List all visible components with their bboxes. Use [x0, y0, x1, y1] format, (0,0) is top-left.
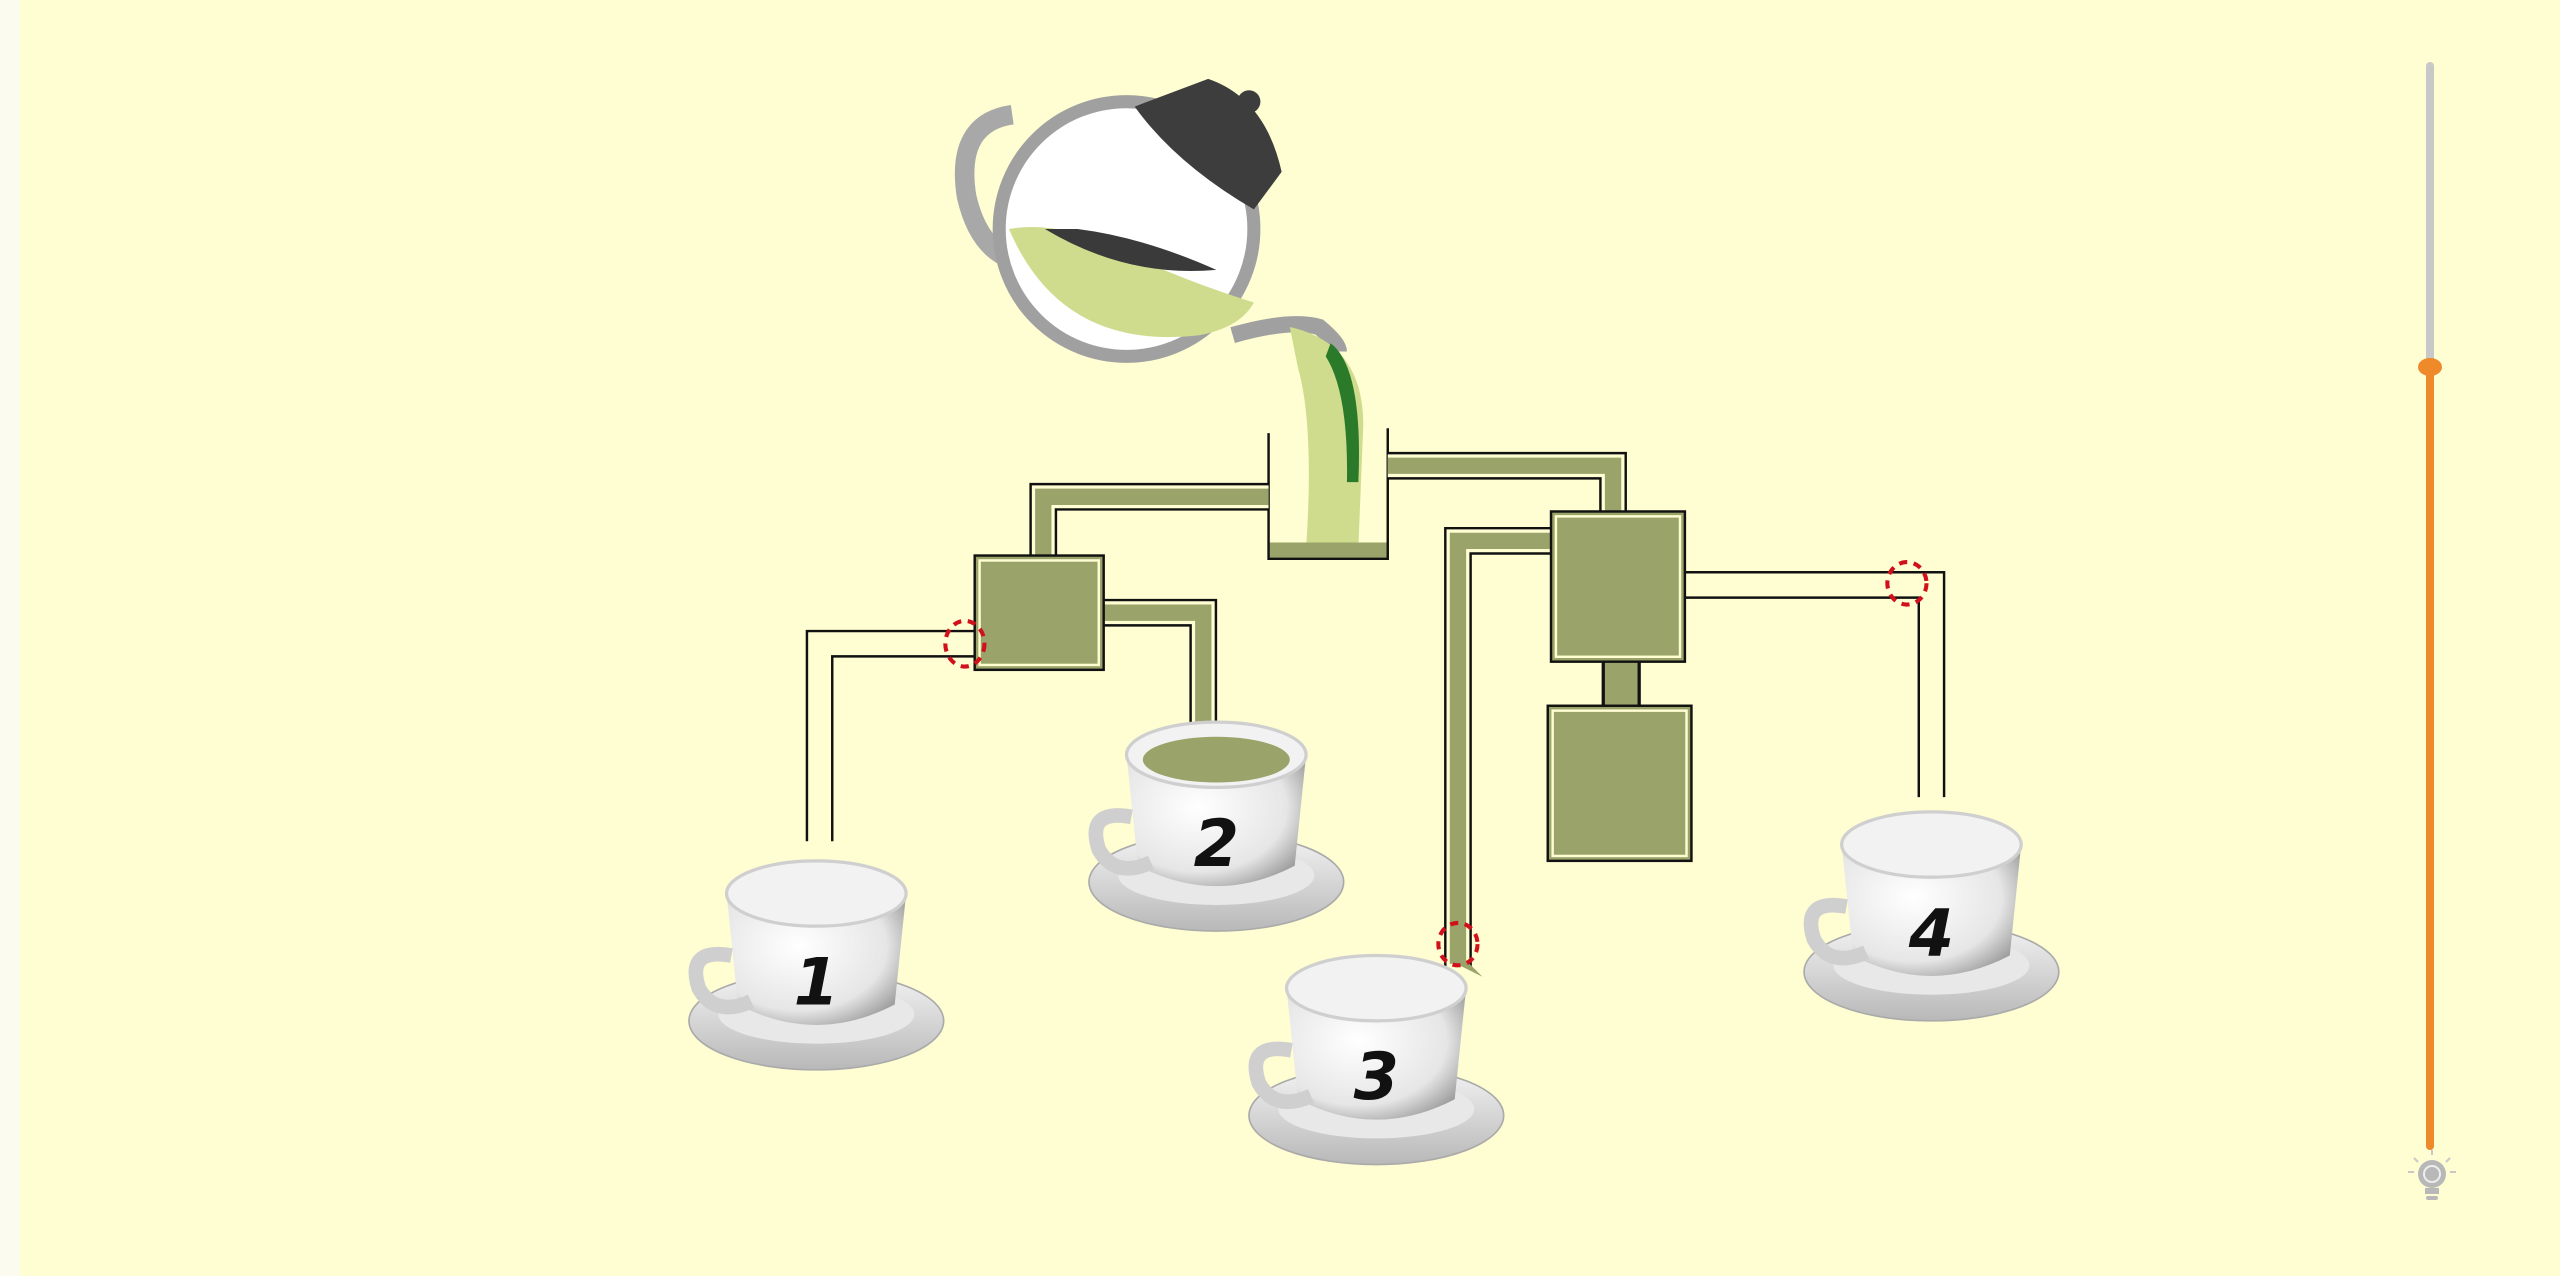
cup-2[interactable]: 2 [1089, 722, 1344, 931]
pipe-to-cup-4 [1684, 571, 1946, 799]
pipe-to-cup-1 [805, 629, 975, 843]
blocked-joint-marker[interactable] [943, 618, 987, 669]
progress-slider[interactable] [2418, 62, 2442, 1150]
cup-label: 4 [1908, 896, 1954, 972]
cup-label: 3 [1354, 1039, 1399, 1115]
blocked-joint-marker[interactable] [1436, 920, 1480, 968]
cup-1[interactable]: 1 [689, 861, 944, 1070]
pipe-right-main [1387, 451, 1627, 520]
lightbulb-icon[interactable] [2406, 1150, 2458, 1214]
teapot [954, 78, 1347, 363]
blocked-joint-marker[interactable] [1885, 560, 1929, 607]
cup-4[interactable]: 4 [1804, 812, 2059, 1021]
tank-left [973, 554, 1105, 672]
tea-stream-shade [1325, 343, 1360, 483]
cup-label: 1 [794, 945, 839, 1021]
pipe-to-cup-3 [1444, 526, 1560, 967]
pipe-left-main [1029, 482, 1269, 564]
left-edge [0, 0, 20, 1276]
tea-in-cup [1142, 736, 1290, 783]
cup-3[interactable]: 3 [1249, 956, 1504, 1165]
pipe-to-cup-2 [1093, 598, 1218, 760]
slider-fill [2426, 366, 2434, 1150]
cup-label: 2 [1194, 806, 1239, 882]
slider-thumb[interactable] [2418, 357, 2442, 376]
tank-right-upper [1549, 510, 1687, 663]
tank-right-lower [1546, 704, 1693, 863]
